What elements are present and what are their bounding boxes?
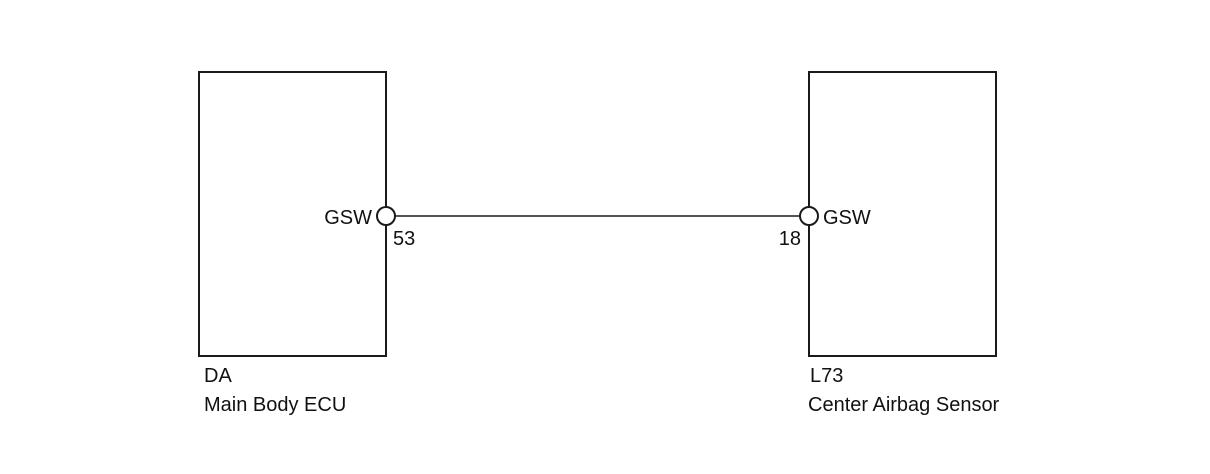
left-terminal-pin: 53	[393, 228, 415, 250]
right-terminal-connector	[799, 206, 819, 226]
left-component-name: Main Body ECU	[204, 394, 346, 416]
right-component-code: L73	[810, 365, 843, 387]
right-component-name: Center Airbag Sensor	[808, 394, 1000, 416]
right-terminal-name: GSW	[823, 207, 871, 229]
left-component-code: DA	[204, 365, 232, 387]
right-terminal-pin: 18	[779, 228, 801, 250]
left-terminal-name: GSW	[324, 207, 372, 229]
left-terminal-connector	[376, 206, 396, 226]
